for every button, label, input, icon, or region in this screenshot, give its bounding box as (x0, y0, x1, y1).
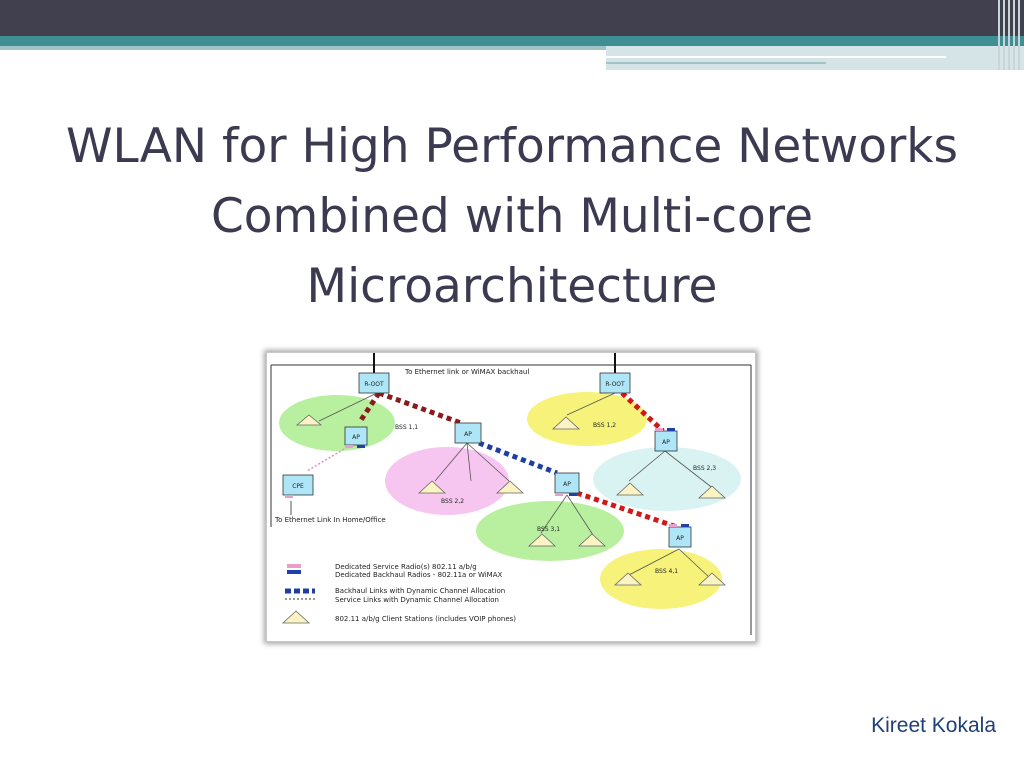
client-station-icon (577, 533, 607, 547)
svg-text:802.11 a/b/g Client Stations: 802.11 a/b/g Client Stations (includes V… (335, 615, 516, 623)
header-accent-band (0, 36, 1024, 46)
svg-text:AP: AP (563, 481, 571, 488)
client-station-icon (551, 416, 581, 430)
ap-node: AP (344, 426, 368, 448)
client-station-icon (527, 533, 557, 547)
client-station-icon (697, 572, 727, 586)
bottom-left-label: To Ethernet Link In Home/Office (274, 516, 386, 524)
cell-label-bss41: BSS 4,1 (655, 568, 678, 575)
cell-bss41 (600, 549, 722, 609)
client-station-icon (613, 572, 643, 586)
cell-bss22 (385, 447, 509, 515)
root-node-right: R-OOT (599, 372, 631, 394)
svg-text:AP: AP (464, 431, 472, 438)
client-station-icon (295, 414, 323, 426)
cpe-node: CPE (282, 474, 314, 498)
client-station-icon (615, 482, 645, 496)
svg-text:AP: AP (662, 439, 670, 446)
ap-node: AP (554, 472, 580, 496)
author-name: Kireet Kokala (871, 714, 996, 737)
svg-text:Dedicated Service Radio(s) 802: Dedicated Service Radio(s) 802.11 a/b/g (335, 563, 477, 571)
cell-label-bss31: BSS 3,1 (537, 526, 560, 533)
ap-node: AP (654, 428, 678, 452)
svg-text:Backhaul Links with Dynamic Ch: Backhaul Links with Dynamic Channel Allo… (335, 587, 505, 595)
network-diagram-svg: R-OOT R-OOT AP AP AP AP AP CPE To Ethern… (270, 353, 752, 635)
header-bar (0, 0, 1024, 36)
svg-text:AP: AP (352, 434, 360, 441)
svg-text:Dedicated Backhaul Radios - 80: Dedicated Backhaul Radios - 802.11a or W… (335, 571, 502, 579)
client-station-icon (697, 485, 727, 499)
cell-label-bss12: BSS 1,2 (593, 422, 616, 429)
header-right-block (606, 46, 1024, 70)
slide-title: WLAN for High Performance Networks Combi… (65, 119, 958, 314)
corner-stripes (994, 0, 1024, 70)
cell-bss12 (527, 392, 647, 446)
cell-label-bss23: BSS 2,3 (693, 465, 716, 472)
root-node-left: R-OOT (358, 372, 390, 394)
svg-text:AP: AP (676, 535, 684, 542)
client-station-icon (495, 480, 525, 494)
header-stripe (606, 62, 826, 64)
top-label: To Ethernet link or WiMAX backhaul (404, 368, 529, 376)
cell-bss11 (279, 395, 395, 451)
svg-text:R-OOT: R-OOT (605, 381, 625, 388)
cell-label-bss22: BSS 2,2 (441, 498, 464, 505)
cell-bss23 (593, 447, 741, 511)
legend: Dedicated Service Radio(s) 802.11 a/b/g … (281, 563, 516, 624)
client-station-icon (417, 480, 447, 494)
ap-node: AP (668, 524, 692, 548)
header-accent-line (0, 46, 1024, 50)
svg-text:CPE: CPE (292, 483, 304, 490)
svg-text:R-OOT: R-OOT (364, 381, 384, 388)
cell-label-bss11: BSS 1,1 (395, 424, 418, 431)
ap-node: AP (454, 422, 482, 444)
header-stripe (606, 56, 946, 58)
network-diagram: R-OOT R-OOT AP AP AP AP AP CPE To Ethern… (266, 352, 756, 642)
svg-text:Service Links with Dynamic Cha: Service Links with Dynamic Channel Alloc… (335, 596, 499, 604)
